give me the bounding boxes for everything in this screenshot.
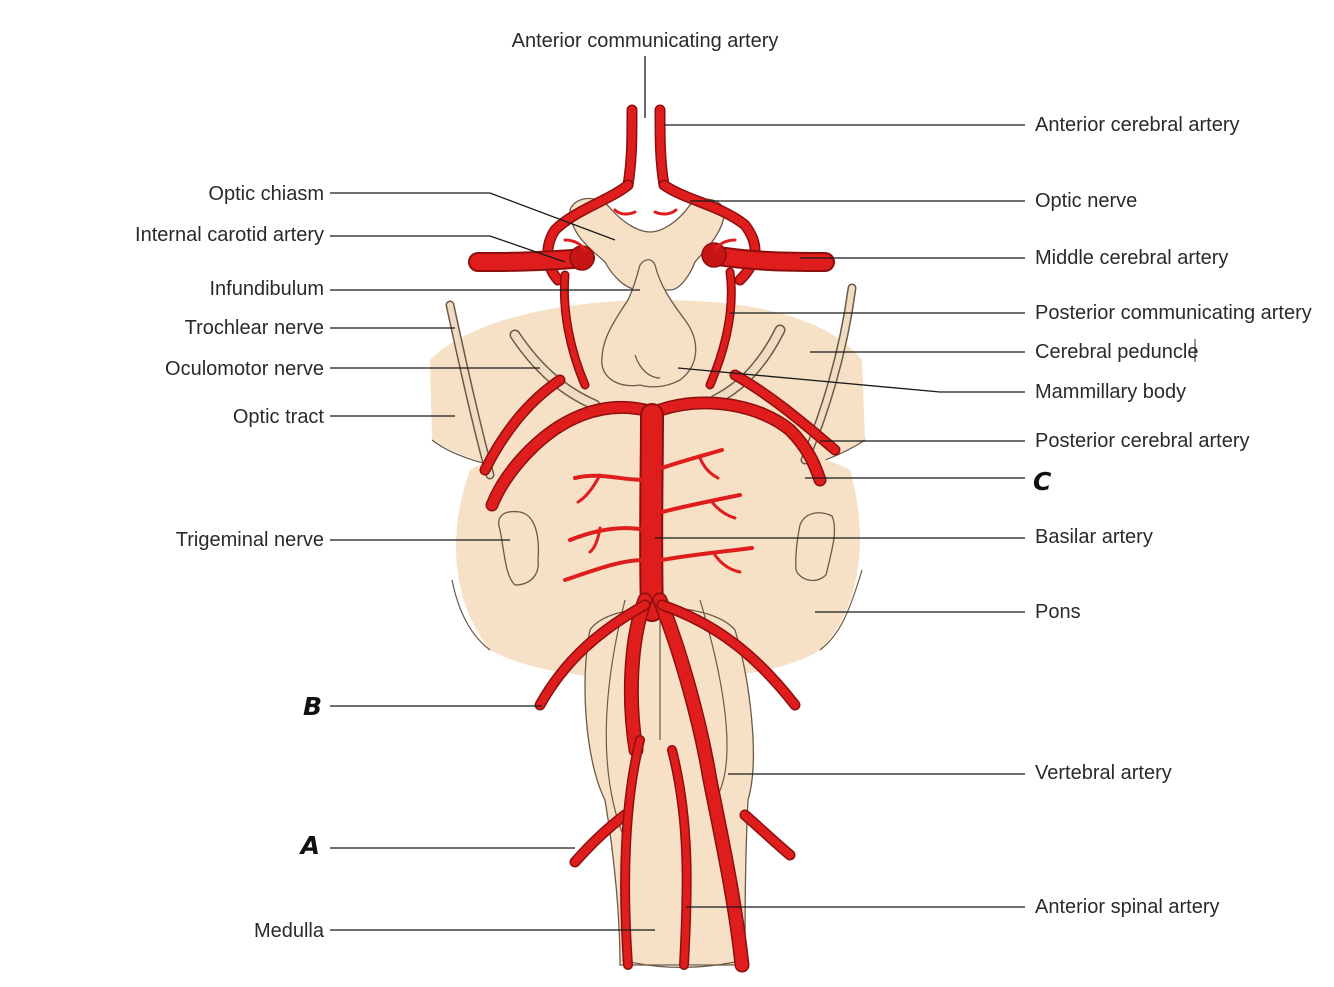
infundibulum-shape: [601, 259, 697, 388]
artery-layer: [468, 104, 841, 973]
label-anterior-communicating-artery: Anterior communicating artery: [512, 30, 779, 52]
label-letter-b: B: [303, 692, 322, 721]
label-trigeminal-nerve: Trigeminal nerve: [176, 529, 324, 551]
label-letter-c: C: [1033, 467, 1052, 496]
label-middle-cerebral-artery: Middle cerebral artery: [1035, 247, 1228, 269]
labels: Anterior communicating artery Optic chia…: [135, 30, 1312, 942]
label-vertebral-artery: Vertebral artery: [1035, 762, 1172, 784]
nerve-layer: [445, 283, 857, 480]
label-optic-tract: Optic tract: [233, 406, 325, 428]
label-anterior-spinal-artery: Anterior spinal artery: [1035, 896, 1220, 918]
label-oculomotor-nerve: Oculomotor nerve: [165, 358, 324, 380]
label-pons: Pons: [1035, 601, 1081, 623]
label-basilar-artery: Basilar artery: [1035, 526, 1153, 548]
trigeminal-nerve-left: [498, 510, 540, 586]
label-posterior-communicating-artery: Posterior communicating artery: [1035, 302, 1312, 324]
label-trochlear-nerve: Trochlear nerve: [185, 317, 324, 339]
label-letter-a: A: [299, 831, 320, 860]
label-optic-nerve: Optic nerve: [1035, 190, 1137, 212]
leader-lines: [330, 56, 1025, 931]
label-infundibulum: Infundibulum: [209, 278, 324, 300]
label-medulla: Medulla: [254, 920, 325, 942]
label-mammillary-body: Mammillary body: [1035, 381, 1186, 403]
label-posterior-cerebral-artery: Posterior cerebral artery: [1035, 430, 1250, 452]
label-internal-carotid-artery: Internal carotid artery: [135, 224, 324, 246]
label-anterior-cerebral-artery: Anterior cerebral artery: [1035, 114, 1240, 136]
trigeminal-nerve-right: [795, 512, 836, 582]
label-optic-chiasm: Optic chiasm: [208, 183, 324, 205]
label-cerebral-peduncle: Cerebral peduncle: [1035, 341, 1198, 363]
